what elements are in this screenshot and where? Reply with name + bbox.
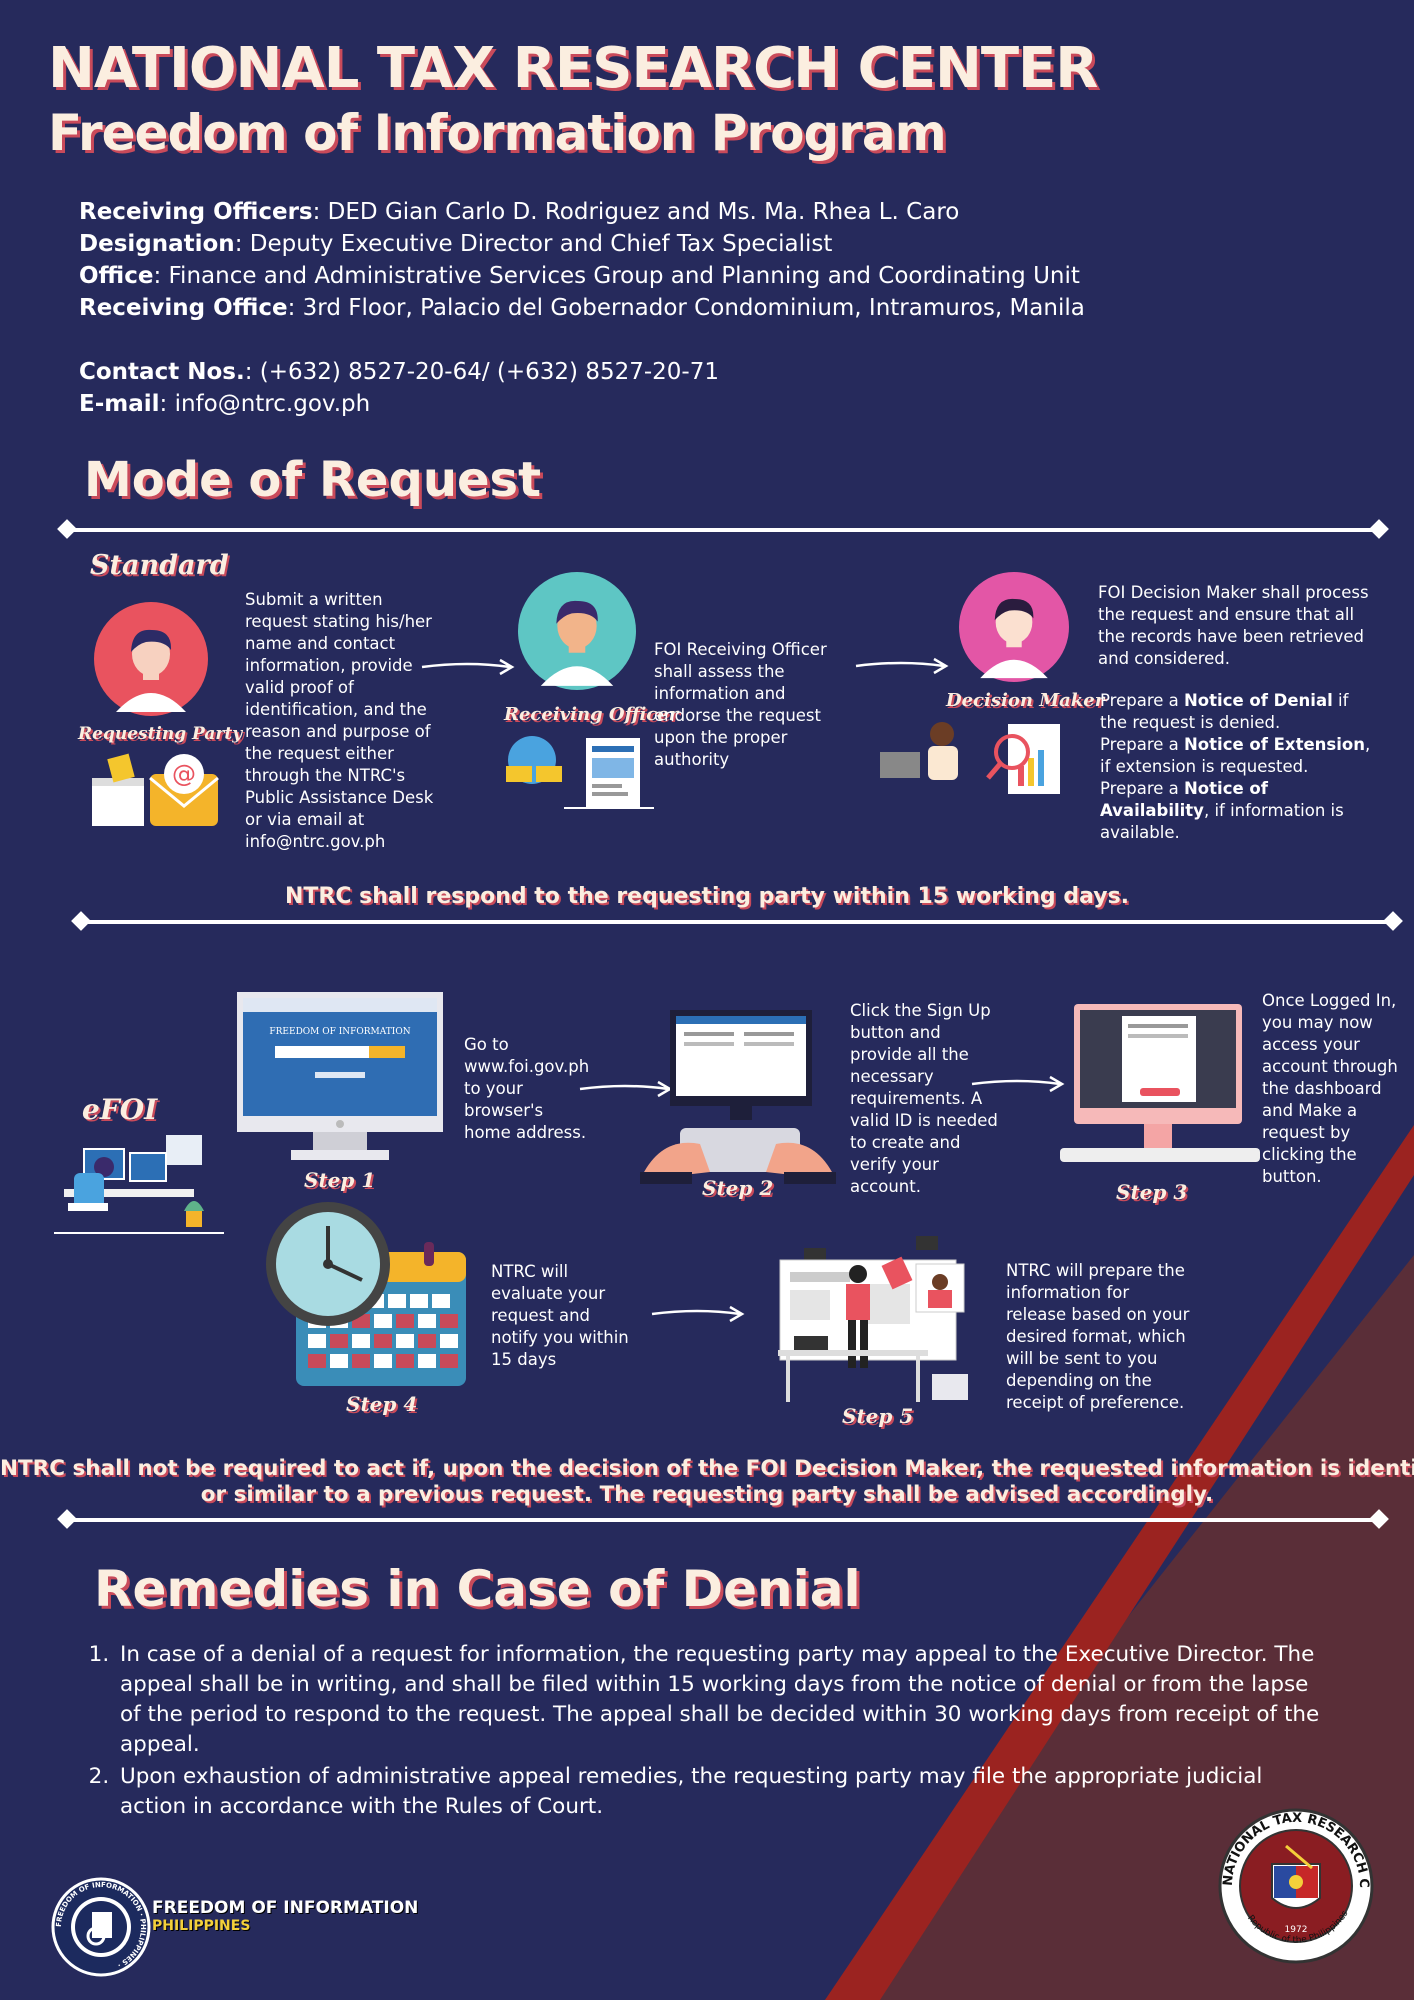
page-subtitle: Freedom of Information Program: [48, 104, 947, 162]
standard-label: Standard: [90, 550, 229, 581]
ntrc-seal-logo-icon: NATIONAL TAX RESEARCH CENTER Republic of…: [1216, 1806, 1374, 1964]
repeat-request-banner-line2: or similar to a previous request. The re…: [200, 1482, 1214, 1507]
step3-description: Once Logged In, you may now access your …: [1262, 991, 1398, 1186]
mailbox-email-icon: @: [92, 753, 219, 826]
remedies-item-1: In case of a denial of a request for inf…: [116, 1640, 1320, 1760]
decision-maker-label: Decision Maker: [946, 690, 1105, 711]
step2-typing-illustration-icon: [640, 1010, 836, 1184]
receiving-office-label: Receiving Office: [79, 295, 288, 321]
email-label: E-mail: [79, 391, 160, 417]
foi-wordmark-line1: FREEDOM OF INFORMATION: [152, 1898, 419, 1918]
section-divider: [68, 528, 1378, 532]
step3-monitor-icon: [1060, 1004, 1260, 1162]
arrow-right-icon: [651, 1305, 745, 1323]
analyst-chart-illustration-icon: [880, 722, 1060, 794]
requesting-party-avatar-icon: [94, 602, 208, 716]
office-label: Office: [79, 263, 154, 289]
designation-label: Designation: [79, 231, 235, 257]
requesting-party-label: Requesting Party: [78, 724, 243, 744]
step1-label: Step 1: [304, 1168, 376, 1192]
efoi-label: eFOI: [82, 1093, 158, 1126]
receiving-officer-avatar-icon: [518, 572, 636, 690]
efoi-workstation-illustration-icon: [54, 1135, 224, 1234]
notice-of-availability-bold: Notice of Availability: [1100, 779, 1268, 820]
requesting-party-description: Submit a written request stating his/her…: [245, 590, 434, 851]
step4-description: NTRC will evaluate your request and noti…: [491, 1262, 629, 1369]
remedies-list: In case of a denial of a request for inf…: [80, 1640, 1320, 1824]
step3-label: Step 3: [1116, 1180, 1188, 1204]
step1-monitor-icon: FREEDOM OF INFORMATION: [237, 992, 443, 1160]
receiving-officers-value: : DED Gian Carlo D. Rodriguez and Ms. Ma…: [312, 199, 960, 225]
step5-label: Step 5: [842, 1404, 914, 1428]
prepare-text: Prepare a: [1100, 691, 1184, 710]
repeat-request-banner-line1: NTRC shall not be required to act if, up…: [0, 1456, 1414, 1481]
decision-maker-avatar-icon: [959, 572, 1069, 682]
arrow-right-icon: [855, 657, 949, 675]
notice-of-availability-rest: , if information is available.: [1100, 801, 1344, 842]
page-title: NATIONAL TAX RESEARCH CENTER: [48, 36, 1098, 101]
step4-clock-calendar-icon: [266, 1202, 466, 1386]
notice-of-extension: Prepare a Notice of Extension, if extens…: [1100, 734, 1380, 778]
step2-label: Step 2: [702, 1176, 774, 1200]
contact-value: : (+632) 8527-20-64/ (+632) 8527-20-71: [244, 359, 719, 385]
decision-maker-description: FOI Decision Maker shall process the req…: [1098, 583, 1369, 668]
notice-of-extension-bold: Notice of Extension: [1184, 735, 1365, 754]
contact-info-block: Receiving Officers: DED Gian Carlo D. Ro…: [79, 196, 1085, 420]
contact-label: Contact Nos.: [79, 359, 245, 385]
receiving-office-row: Receiving Office: 3rd Floor, Palacio del…: [79, 292, 1085, 324]
ntrc-seal-year-text: 1972: [1285, 1925, 1308, 1935]
remedies-heading: Remedies in Case of Denial: [94, 1560, 861, 1618]
decision-maker-notices: Prepare a Notice of Denial if the reques…: [1100, 690, 1380, 844]
prepare-text: Prepare a: [1100, 735, 1184, 754]
step4-label: Step 4: [346, 1392, 418, 1416]
step1-screen-title: FREEDOM OF INFORMATION: [269, 1027, 410, 1037]
notice-of-denial-rest: if the request is denied.: [1100, 691, 1349, 732]
arrow-right-icon: [971, 1075, 1065, 1093]
office-row: Office: Finance and Administrative Servi…: [79, 260, 1085, 292]
step5-description: NTRC will prepare the information for re…: [1006, 1261, 1190, 1412]
notice-of-denial-bold: Notice of Denial: [1184, 691, 1333, 710]
step2-description: Click the Sign Up button and provide all…: [850, 1001, 998, 1196]
notice-of-availability: Prepare a Notice of Availability, if inf…: [1100, 778, 1380, 844]
notice-of-extension-rest: , if extension is requested.: [1100, 735, 1371, 776]
foi-wordmark-line2: PHILIPPINES: [152, 1918, 251, 1934]
foi-seal-logo-icon: FREEDOM OF INFORMATION · PHILIPPINES ·: [51, 1877, 151, 1977]
email-row: E-mail: info@ntrc.gov.ph: [79, 388, 1085, 420]
receiving-office-value: : 3rd Floor, Palacio del Gobernador Cond…: [287, 295, 1085, 321]
prepare-text: Prepare a: [1100, 779, 1184, 798]
designation-row: Designation: Deputy Executive Director a…: [79, 228, 1085, 260]
mode-of-request-heading: Mode of Request: [84, 452, 542, 508]
receiving-officers-row: Receiving Officers: DED Gian Carlo D. Ro…: [79, 196, 1085, 228]
office-workers-illustration-icon: [506, 736, 654, 809]
receiving-officer-description: FOI Receiving Officer shall assess the i…: [654, 640, 827, 769]
contact-row: Contact Nos.: (+632) 8527-20-64/ (+632) …: [79, 356, 1085, 388]
step5-presentation-illustration-icon: [778, 1236, 968, 1402]
designation-value: : Deputy Executive Director and Chief Ta…: [234, 231, 833, 257]
response-time-banner: NTRC shall respond to the requesting par…: [284, 884, 1130, 909]
step1-description: Go to www.foi.gov.ph to your browser's h…: [464, 1035, 590, 1142]
section-divider: [82, 920, 1392, 924]
office-value: : Finance and Administrative Services Gr…: [153, 263, 1080, 289]
section-divider: [68, 1518, 1378, 1522]
svg-text:@: @: [172, 760, 196, 788]
email-value: : info@ntrc.gov.ph: [159, 391, 371, 417]
remedies-item-2: Upon exhaustion of administrative appeal…: [116, 1762, 1320, 1822]
receiving-officer-label: Receiving Officer: [504, 704, 679, 725]
notice-of-denial: Prepare a Notice of Denial if the reques…: [1100, 690, 1380, 734]
foi-philippines-wordmark: FREEDOM OF INFORMATION PHILIPPINES: [152, 1898, 418, 1934]
arrow-right-icon: [421, 658, 515, 676]
receiving-officers-label: Receiving Officers: [79, 199, 313, 225]
repeat-request-banner: NTRC shall not be required to act if, up…: [0, 1456, 1414, 1508]
